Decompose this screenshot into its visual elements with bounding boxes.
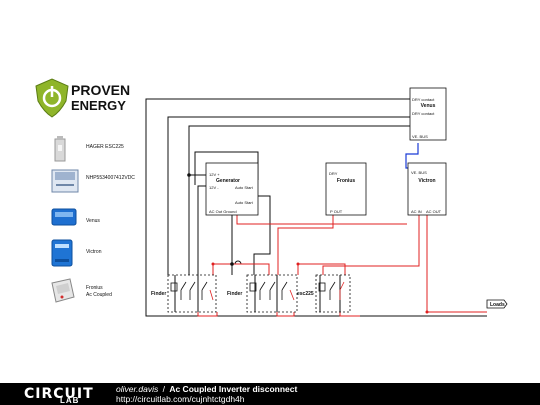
contactor-icon — [54, 136, 66, 162]
esc225-contactor — [315, 274, 351, 313]
schematic-meta: oliver.davis / Ac Coupled Inverter disco… — [116, 384, 297, 394]
pin-label: DRY — [329, 171, 338, 176]
victron-title: Victron — [418, 178, 435, 184]
victron-block: Victron VE. BUS AC IN AC OUT — [407, 162, 447, 216]
proven-energy-logo: PROVEN ENERGY — [35, 78, 130, 118]
pin-label: AC IN — [411, 209, 422, 214]
fronius-inverter-icon — [51, 278, 75, 303]
finder-relay-2 — [246, 274, 298, 313]
legend-label: HAGER ESC225 — [86, 144, 124, 150]
pin-label: AC Out Ground — [209, 209, 237, 214]
pin-label: AC OUT — [426, 209, 442, 214]
relay-icon — [51, 169, 79, 193]
relay-label: esc225 — [297, 291, 314, 297]
pin-label: DRY contact — [412, 111, 435, 116]
circuitlab-logo-sub: LAB — [60, 396, 80, 405]
fronius-block: Fronius DRY P OUT — [325, 162, 367, 216]
footer-bar: CIRCUIT LAB oliver.davis / Ac Coupled In… — [0, 383, 540, 405]
pin-label: VE. BUS — [412, 134, 428, 139]
svg-text:ENERGY: ENERGY — [71, 98, 126, 113]
schematic-url[interactable]: http://circuitlab.com/cujnhtctgdh4h — [116, 394, 245, 404]
legend-label: Venus — [86, 218, 100, 224]
red-wires — [197, 215, 487, 317]
schematic-title: Ac Coupled Inverter disconnect — [169, 384, 298, 394]
finder-relay-1 — [167, 274, 217, 313]
legend: HAGER ESC225 NHP5534007412VDC Venus Vict… — [86, 144, 135, 298]
pin-label: Auto Start — [235, 200, 254, 205]
author-link[interactable]: oliver.davis — [116, 384, 159, 394]
pin-label: P OUT — [330, 209, 343, 214]
legend-label: NHP5534007412VDC — [86, 175, 135, 181]
svg-text:PROVEN: PROVEN — [71, 82, 130, 98]
relay-label: Finder — [227, 291, 242, 297]
junction-dots — [187, 173, 429, 314]
fronius-title: Fronius — [337, 178, 356, 184]
venus-device-icon — [51, 208, 77, 226]
victron-inverter-icon — [51, 239, 73, 267]
pin-label: Auto Start — [235, 185, 254, 190]
legend-label: Victron — [86, 249, 102, 255]
schematic-canvas: PROVEN ENERGY HAGER ESC225 NHP5534007412… — [35, 78, 508, 317]
generator-block: Generator 12V + 12V - Auto Start Auto St… — [205, 162, 259, 216]
pin-label: 12V + — [209, 172, 220, 177]
circuitlab-logo: CIRCUIT — [24, 386, 94, 402]
venus-title: Venus — [421, 103, 436, 109]
pin-label: 12V - — [209, 185, 219, 190]
loads-terminal: Loads — [486, 299, 508, 309]
relay-label: Finder — [151, 291, 166, 297]
venus-block: Venus DRY contact DRY contact VE. BUS — [409, 87, 447, 141]
separator: / — [162, 384, 165, 394]
loads-label: Loads — [490, 302, 505, 308]
pin-label: DRY contact — [412, 97, 435, 102]
generator-title: Generator — [216, 178, 240, 184]
pin-label: VE. BUS — [411, 170, 427, 175]
